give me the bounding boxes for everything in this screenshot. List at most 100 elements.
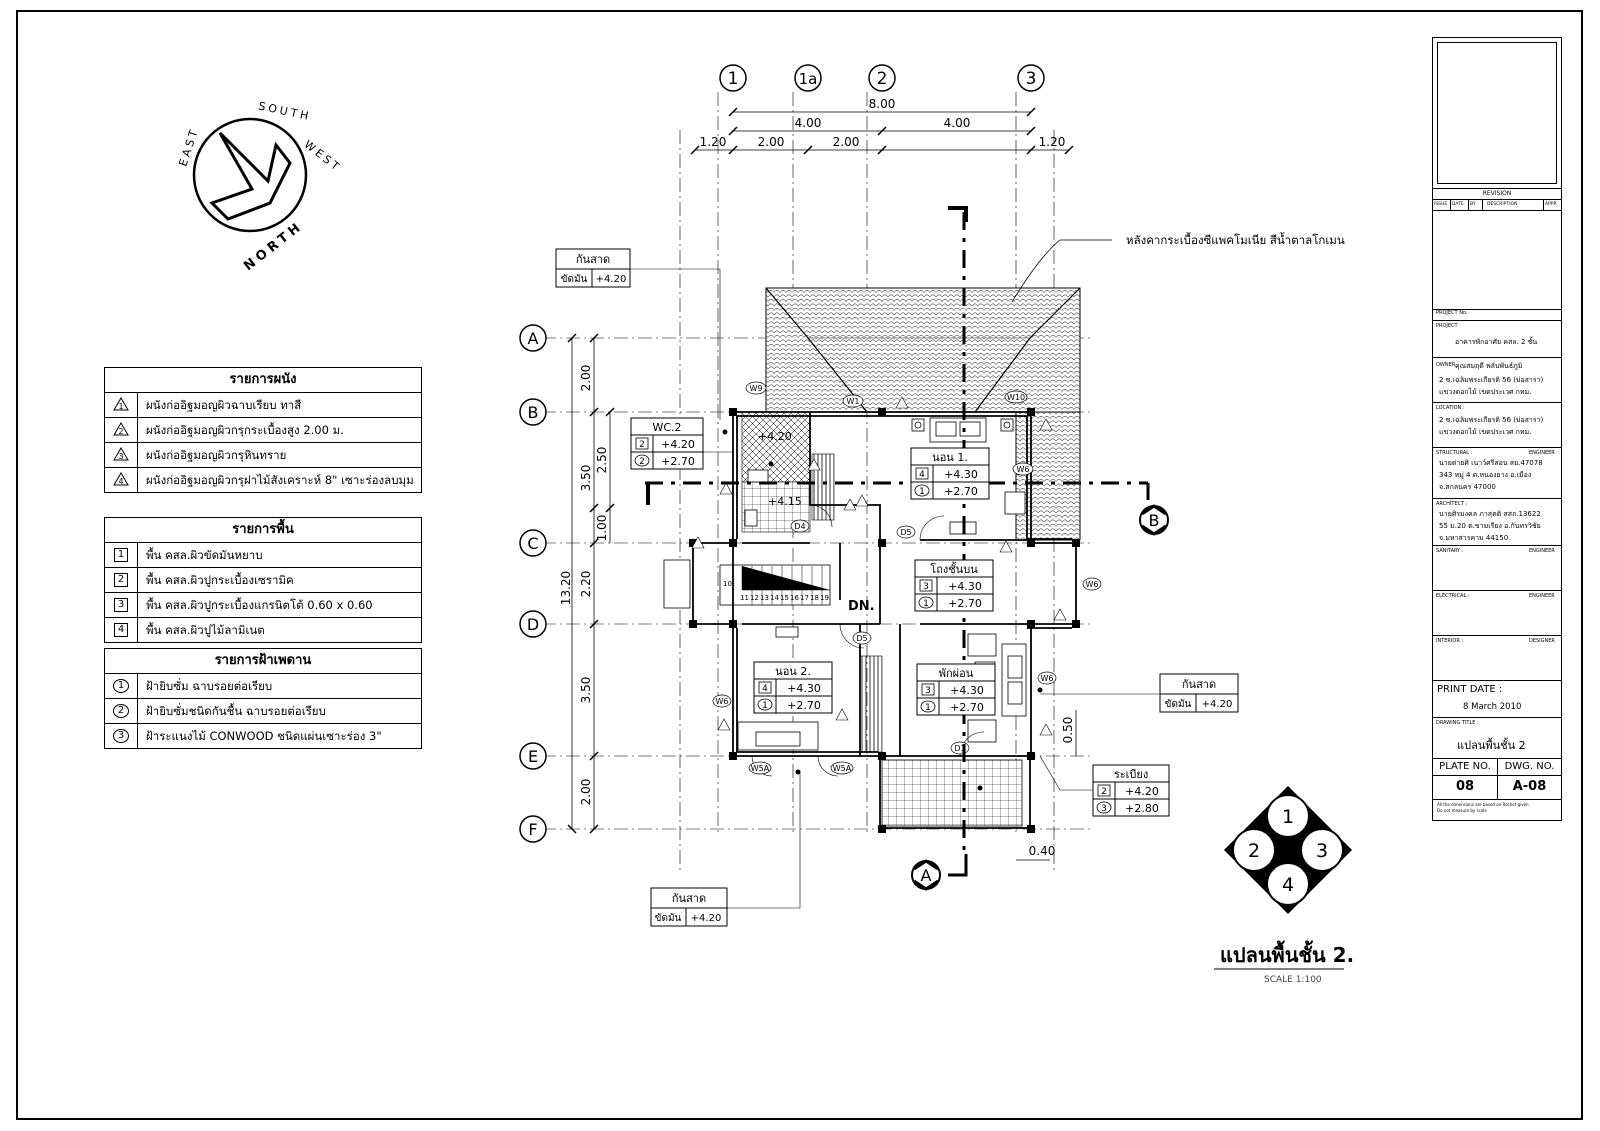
legend-floors-symbol: 3 (114, 598, 128, 612)
svg-text:12: 12 (750, 594, 759, 602)
dim-left-DE: 3.50 (579, 677, 593, 704)
section-lines (645, 212, 1148, 854)
svg-text:5: 5 (784, 580, 788, 588)
drawing-title: แปลนพื้นชั้น 2. (1220, 940, 1354, 967)
svg-text:F: F (528, 820, 537, 839)
floor-areas (719, 411, 1023, 827)
legend-walls-text: ผนังก่ออิฐมอญผิวฉาบเรียบ ทาสี (146, 398, 302, 412)
svg-text:B: B (1149, 511, 1160, 530)
room-name: นอน 1. (932, 451, 968, 464)
svg-text:3: 3 (1101, 804, 1107, 814)
grid-col-1: 1 (719, 64, 747, 92)
title-block: REVISION ISSUE DATE BY DESCRIPTION APPR … (1432, 37, 1562, 821)
tb-electrical: ELECTRICAL : ENGINEER (1433, 591, 1561, 636)
tb-rev-col-date: DATE (1451, 200, 1469, 210)
stair-down-label: DN. (848, 599, 875, 614)
svg-text:W9: W9 (750, 384, 763, 393)
svg-text:D5: D5 (900, 528, 911, 537)
svg-text:+2.70: +2.70 (787, 699, 821, 712)
grid-row-E: E (519, 742, 547, 770)
svg-text:1: 1 (762, 701, 768, 711)
furniture (663, 417, 1027, 751)
dim-left-AB: 2.00 (579, 365, 593, 392)
dim-top-sub-4: 1.20 (1039, 135, 1066, 149)
dim-top-sub-3: 2.00 (833, 135, 860, 149)
legend-ceilings-title: รายการฝ้าเพดาน (105, 649, 421, 674)
svg-text:10: 10 (723, 580, 732, 588)
section-cut-top (948, 206, 968, 222)
tb-project: PROJECT อาคารพักอาศัย คสล. 2 ชั้น (1433, 321, 1561, 358)
svg-text:11: 11 (740, 594, 749, 602)
svg-text:กันสาด: กันสาด (1182, 678, 1216, 691)
grid-row-C: C (519, 529, 547, 557)
svg-text:+4.20: +4.20 (596, 274, 627, 285)
svg-text:1: 1 (1282, 806, 1294, 828)
svg-text:+4.30: +4.30 (944, 468, 978, 481)
svg-text:2: 2 (877, 69, 888, 89)
svg-text:+4.30: +4.30 (948, 580, 982, 593)
compass-east: EAST (176, 126, 201, 168)
opening-tags: W9 W1 W10 W6 W6 W6 W6 W5A W5A D4 D5 D5 D… (712, 381, 1102, 775)
roof-note: หลังคากระเบื้องซีแพคโมเนีย สีน้ำตาลโกเมน (1126, 232, 1345, 247)
svg-text:E: E (528, 747, 538, 766)
svg-text:W6: W6 (1017, 465, 1030, 474)
legend-floors-symbol: 4 (114, 623, 128, 637)
svg-text:1: 1 (923, 599, 929, 609)
svg-text:1: 1 (118, 402, 123, 411)
legend-walls-symbol: 2 (113, 421, 129, 439)
svg-text:+2.70: +2.70 (950, 701, 984, 714)
svg-text:6: 6 (774, 580, 779, 588)
legend-walls-symbol: 4 (113, 471, 129, 489)
svg-text:2: 2 (1101, 787, 1107, 797)
svg-text:+4.30: +4.30 (787, 682, 821, 695)
svg-text:17: 17 (800, 594, 809, 602)
svg-text:1: 1 (728, 69, 739, 89)
legend-floors-text: พื้น คสล.ผิวปูกระเบื้องแกรนิตโต้ 0.60 x … (146, 598, 373, 612)
north-compass: SOUTH WEST EAST NORTH (176, 99, 343, 274)
svg-text:+4.20: +4.20 (691, 913, 722, 924)
svg-text:W5A: W5A (833, 764, 852, 773)
key-plan: 1 2 3 4 (1224, 786, 1352, 914)
svg-text:+4.30: +4.30 (950, 684, 984, 697)
dim-right-050: 0.50 (1061, 717, 1075, 744)
roof-note-leader (1011, 239, 1112, 303)
svg-text:+4.20: +4.20 (661, 438, 695, 451)
svg-text:3: 3 (923, 582, 929, 592)
svg-text:7: 7 (764, 580, 768, 588)
tb-print-date: PRINT DATE : 8 March 2010 (1433, 681, 1561, 718)
drawing-scale: SCALE 1:100 (1264, 975, 1322, 985)
tb-revision: REVISION ISSUE DATE BY DESCRIPTION APPR (1433, 188, 1561, 310)
dim-left-total: 13.20 (559, 571, 573, 605)
svg-text:2: 2 (1248, 840, 1260, 862)
compass-south: SOUTH (257, 99, 312, 123)
legend-floors-text: พื้น คสล.ผิวปูกระเบื้องเซรามิค (146, 573, 294, 587)
svg-text:13: 13 (760, 594, 769, 602)
room-tag-balcony: ระเบียง2+4.203+2.80 (1092, 764, 1170, 817)
svg-text:1: 1 (925, 703, 931, 713)
grid-row-D: D (519, 610, 547, 638)
svg-text:3: 3 (1316, 840, 1328, 862)
svg-text:2: 2 (118, 427, 123, 436)
tb-owner: OWNER คุณสมฤดี พลับพันธ์ภูมิ 2 ซ.เฉลิมพร… (1433, 358, 1561, 403)
section-marker-B: B (1139, 483, 1169, 536)
dim-top-mid-2: 4.00 (944, 116, 971, 130)
tb-rev-col-by: BY (1469, 200, 1483, 210)
tb-revision-title: REVISION (1433, 189, 1561, 200)
tb-plate-no: 08 (1455, 779, 1475, 794)
legend-walls-text: ผนังก่ออิฐมอญผิวกรุหินทราย (146, 448, 287, 462)
legend-ceilings-text: ฝ้ายิบซั่มชนิดกันชื้น ฉาบรอยต่อเรียบ (146, 704, 326, 718)
svg-text:18: 18 (810, 594, 819, 602)
dimensions-top (690, 107, 1074, 155)
svg-text:1: 1 (919, 487, 925, 497)
tb-interior: INTERIOR : DESIGNER (1433, 636, 1561, 681)
svg-text:กันสาด: กันสาด (672, 892, 706, 905)
svg-text:4: 4 (1282, 874, 1294, 896)
grid-row-F: F (519, 815, 547, 843)
